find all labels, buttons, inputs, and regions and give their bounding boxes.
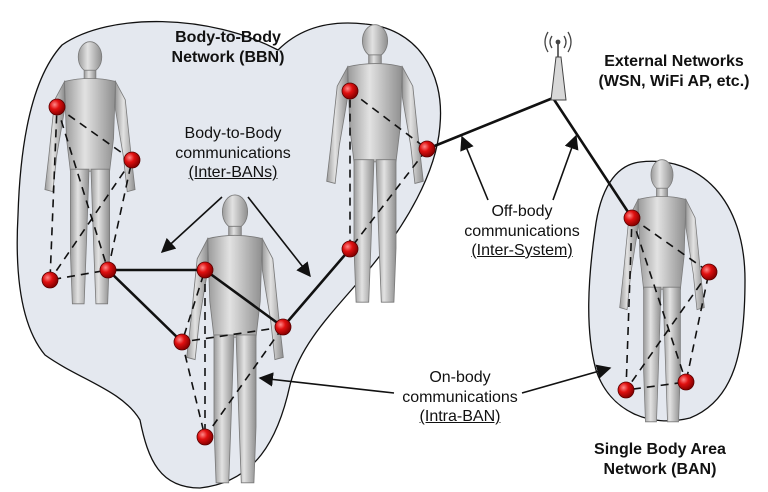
bbn-title-label: Body-to-Body Network (BBN): [158, 28, 298, 67]
off-body-label: Off-body communications (Inter-System): [447, 202, 597, 261]
sensor-node-icon: [623, 209, 641, 227]
sensor-node-icon: [41, 271, 59, 289]
inter-ban-line-1: Body-to-Body: [184, 125, 282, 142]
sensor-node-icon: [700, 263, 718, 281]
annotation-arrows: [160, 134, 612, 394]
antenna-icon: [544, 31, 572, 101]
sensor-node-icon: [48, 98, 66, 116]
sensor-node-icon: [677, 373, 695, 391]
sensor-node-icon: [196, 261, 214, 279]
single-ban-line-1: Single Body Area: [594, 441, 726, 458]
on-body-line-1: On-body: [429, 369, 491, 386]
external-networks-label: External Networks (WSN, WiFi AP, etc.): [580, 52, 768, 91]
bbn-title-line-1: Body-to-Body: [175, 29, 281, 46]
single-ban-line-2: Network (BAN): [603, 460, 717, 478]
sensor-node-icon: [617, 381, 635, 399]
on-body-line-3: (Intra-BAN): [419, 408, 501, 426]
off-body-line-3: (Inter-System): [471, 242, 573, 260]
sensor-node-icon: [173, 333, 191, 351]
external-line-1: External Networks: [604, 53, 744, 70]
sensor-node-icon: [418, 140, 436, 158]
sensor-node-icon: [341, 82, 359, 100]
inter-ban-label: Body-to-Body communications (Inter-BANs): [158, 124, 308, 183]
inter-ban-line-3: (Inter-BANs): [188, 164, 278, 182]
on-body-label: On-body communications (Intra-BAN): [385, 368, 535, 427]
off-body-line-1: Off-body: [491, 203, 553, 220]
sensor-node-icon: [99, 261, 117, 279]
single-ban-label: Single Body Area Network (BAN): [580, 440, 740, 479]
bbn-title-line-2: Network (BBN): [171, 48, 285, 66]
sensor-node-icon: [196, 428, 214, 446]
sensor-node-icon: [274, 318, 292, 336]
off-body-line-2: communications: [464, 222, 580, 240]
sensor-nodes: [41, 82, 718, 446]
external-line-2: (WSN, WiFi AP, etc.): [598, 72, 750, 90]
sensor-node-icon: [123, 151, 141, 169]
on-body-line-2: communications: [402, 388, 518, 406]
inter-ban-line-2: communications: [175, 144, 291, 162]
sensor-node-icon: [341, 240, 359, 258]
